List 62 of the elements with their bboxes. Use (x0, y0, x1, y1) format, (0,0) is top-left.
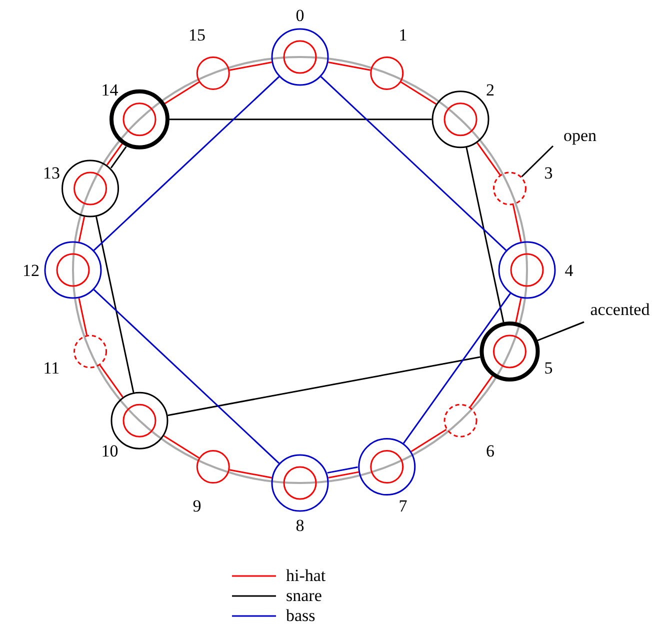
connector-line (229, 62, 272, 71)
connector-line (110, 146, 127, 168)
connector-line (106, 143, 123, 166)
connector-line (93, 76, 280, 251)
legend-label: bass (286, 606, 316, 626)
hi-hat-circle (370, 56, 404, 90)
step-number: 15 (188, 25, 206, 44)
connector-line (327, 466, 358, 474)
snare-and-hi-hat-rings (62, 160, 120, 218)
bass-and-hi-hat-rings (271, 454, 329, 512)
bass-and-hi-hat-rings (358, 438, 416, 496)
snare-and-hi-hat-rings (480, 322, 540, 382)
connector-line (328, 471, 359, 478)
connector-line (470, 376, 493, 408)
legend-label: snare (286, 586, 322, 606)
bass-and-hi-hat-rings (498, 241, 556, 299)
connector-line (466, 147, 504, 322)
legend-label: hi-hat (286, 566, 326, 586)
connector-line (476, 142, 501, 176)
step-number: 2 (486, 80, 494, 100)
connector-line (320, 76, 507, 251)
bass-and-hi-hat-rings (271, 28, 329, 86)
connector-line (512, 204, 522, 242)
step-number: 3 (544, 163, 553, 182)
step-number: 13 (42, 163, 60, 182)
step-number: 0 (296, 6, 304, 25)
step-number: 7 (398, 496, 408, 516)
connector-line (515, 298, 522, 322)
connector-line (402, 292, 511, 444)
step-number: 9 (192, 496, 202, 516)
step-number: 4 (564, 261, 574, 280)
connector-line (99, 364, 124, 398)
connector-line (93, 289, 280, 464)
step-number: 11 (43, 358, 60, 378)
hi-hat-circle (444, 404, 478, 438)
annotation-text: open (563, 126, 597, 145)
connector-line (168, 356, 480, 416)
step-number: 10 (101, 441, 118, 460)
hi-hat-circle (196, 56, 230, 90)
connector-line (400, 81, 437, 105)
hi-hat-circle (492, 172, 526, 206)
connector-line (96, 216, 134, 393)
hi-hat-circle (74, 334, 108, 368)
connector-line (163, 435, 200, 459)
hi-hat-circle (196, 450, 230, 484)
bass-and-hi-hat-rings (44, 241, 102, 299)
connector-line (78, 216, 86, 242)
step-number: 8 (296, 516, 304, 535)
step-number: 1 (398, 25, 408, 44)
step-number: 14 (101, 80, 118, 100)
step-number: 5 (544, 358, 553, 378)
annotation-text: accented (590, 300, 650, 319)
connector-line (78, 298, 88, 336)
connector-line (229, 469, 272, 478)
leader-line (521, 145, 554, 178)
leader-line (537, 321, 584, 342)
step-number: 12 (22, 261, 40, 280)
connector-line (169, 118, 432, 120)
connector-line (164, 81, 200, 104)
connector-line (328, 62, 371, 71)
connector-line (410, 428, 447, 452)
step-number: 6 (486, 441, 494, 460)
